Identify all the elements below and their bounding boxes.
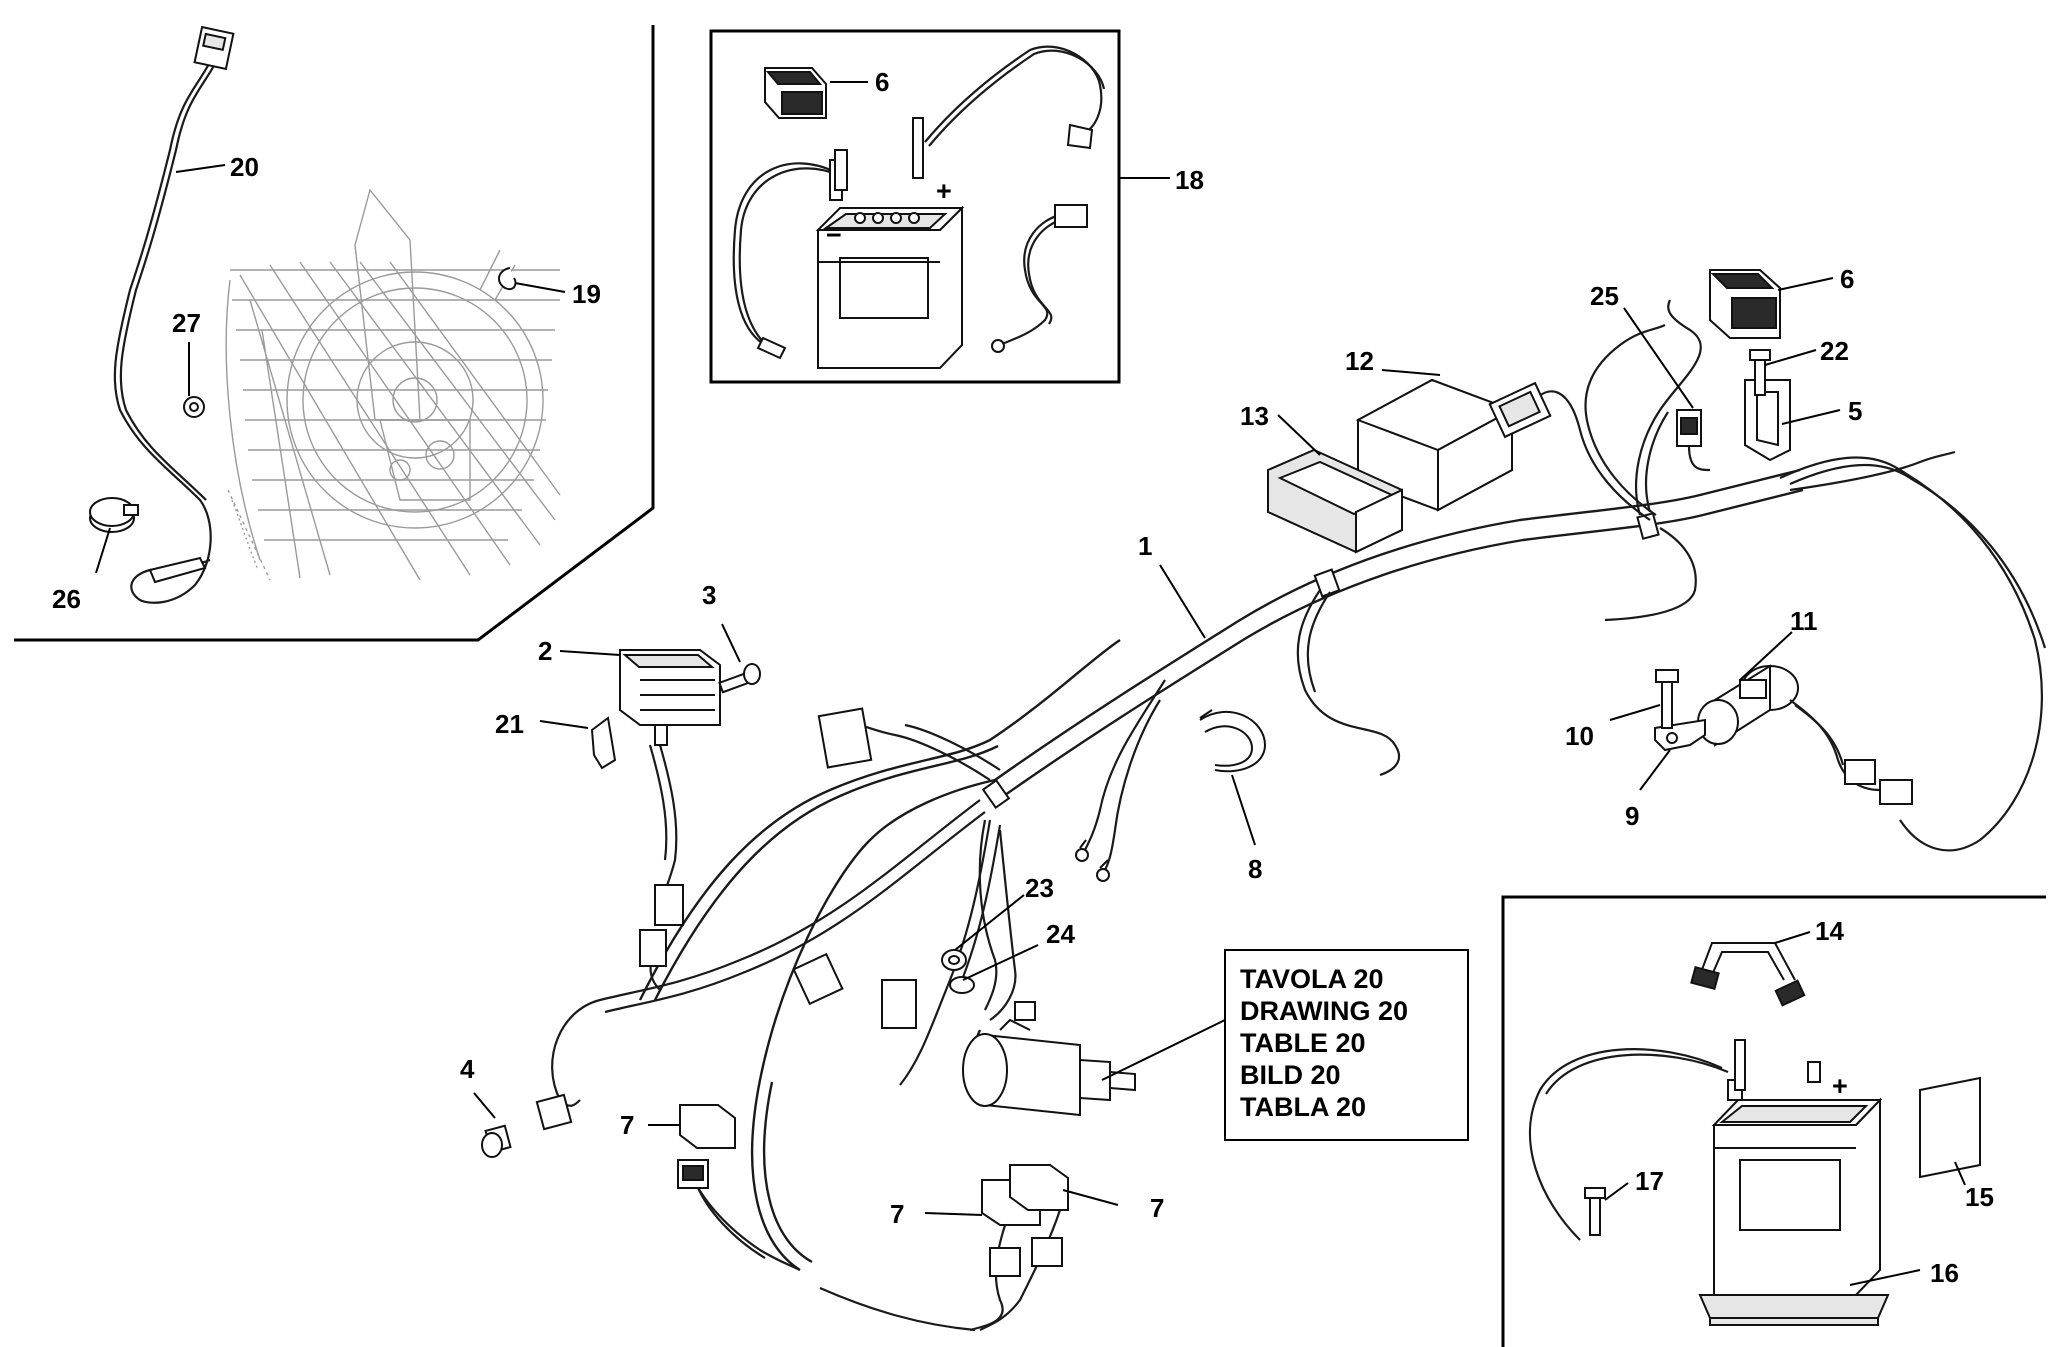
callout-12: 12 <box>1345 346 1374 376</box>
callout-labels: 1 2 3 4 5 6 6 7 7 7 8 9 10 11 12 13 14 1… <box>52 67 1994 1288</box>
reference-line-3: TABLE 20 <box>1240 1028 1366 1058</box>
callout-2: 2 <box>538 636 552 666</box>
bolt-10 <box>1655 669 1679 729</box>
manual-15 <box>1919 1076 1981 1179</box>
battery-alt-plus-symbol: + <box>1832 1071 1848 1101</box>
battery-plus-symbol: + <box>936 176 952 206</box>
battery-alt: + <box>1711 1061 1883 1296</box>
starter-motor <box>962 1001 1136 1117</box>
battery-strap-14 <box>1690 942 1806 1007</box>
condenser-11 <box>1697 664 1913 805</box>
clip-21 <box>590 716 617 770</box>
front-wheel-inset <box>14 25 655 642</box>
callout-13: 13 <box>1240 401 1269 431</box>
reference-line-2: DRAWING 20 <box>1240 996 1408 1026</box>
relay-7-single <box>677 1104 736 1189</box>
grommet-27 <box>183 396 205 418</box>
callout-16: 16 <box>1930 1258 1959 1288</box>
callout-7-a: 7 <box>620 1110 634 1140</box>
callout-1: 1 <box>1138 531 1152 561</box>
connector-4 <box>481 1093 573 1158</box>
bolt-22 <box>1749 349 1771 396</box>
battery-alt-inset <box>1501 895 2046 1347</box>
callout-21: 21 <box>495 709 524 739</box>
callout-26: 26 <box>52 584 81 614</box>
callout-4: 4 <box>460 1054 475 1084</box>
battery-pad-16 <box>1698 1294 1890 1326</box>
callout-18: 18 <box>1175 165 1204 195</box>
callout-3: 3 <box>702 580 716 610</box>
relay-6-inset <box>764 67 827 119</box>
main-wiring-harness <box>638 468 1804 1272</box>
battery-minus-symbol: − <box>826 220 842 250</box>
callout-5: 5 <box>1848 396 1862 426</box>
screw-3 <box>718 663 761 694</box>
callout-25: 25 <box>1590 281 1619 311</box>
relay-7-double <box>981 1164 1069 1277</box>
bracket-5 <box>1744 379 1791 462</box>
connectors-near-regulator <box>639 707 917 1029</box>
callout-6-inset: 6 <box>875 67 889 97</box>
circlip-19 <box>498 267 517 290</box>
callout-19: 19 <box>572 279 601 309</box>
ring-terminals <box>1075 839 1110 882</box>
callout-15: 15 <box>1965 1182 1994 1212</box>
callout-17: 17 <box>1635 1166 1664 1196</box>
callout-7-b: 7 <box>890 1199 904 1229</box>
callout-24: 24 <box>1046 919 1075 949</box>
washer-24 <box>949 976 975 994</box>
relay-connector-25 <box>1676 409 1711 472</box>
callout-23: 23 <box>1025 873 1054 903</box>
callout-6-main: 6 <box>1840 264 1854 294</box>
callout-8: 8 <box>1248 854 1262 884</box>
callout-11: 11 <box>1790 606 1818 636</box>
callout-27: 27 <box>172 308 201 338</box>
ecu-holder-13 <box>1267 448 1403 554</box>
reference-line-4: BILD 20 <box>1240 1060 1341 1090</box>
battery-cables-inset <box>732 45 1106 360</box>
battery-inset: − + <box>815 176 965 369</box>
reference-line-5: TABLA 20 <box>1240 1092 1366 1122</box>
ecu-12 <box>1355 378 1552 512</box>
callout-14: 14 <box>1815 916 1844 946</box>
callout-20: 20 <box>230 152 259 182</box>
reference-box: TAVOLA 20 DRAWING 20 TABLE 20 BILD 20 TA… <box>1224 949 1469 1141</box>
callout-10: 10 <box>1565 721 1594 751</box>
callout-7-c: 7 <box>1150 1193 1164 1223</box>
callout-9: 9 <box>1625 801 1639 831</box>
regulator-2 <box>619 649 721 746</box>
battery-kit-inset <box>709 29 1121 384</box>
leader-lines <box>95 81 1966 1286</box>
callout-22: 22 <box>1820 336 1849 366</box>
clamp-8 <box>1199 709 1267 773</box>
reference-line-1: TAVOLA 20 <box>1240 964 1384 994</box>
battery-cable-17 <box>1528 1039 1746 1241</box>
hose-clamp-26 <box>89 497 139 533</box>
relay-6-main <box>1709 269 1781 339</box>
nut-23 <box>941 949 967 971</box>
front-wheel-illustration <box>225 188 561 581</box>
speed-sensor-cable <box>113 25 235 604</box>
